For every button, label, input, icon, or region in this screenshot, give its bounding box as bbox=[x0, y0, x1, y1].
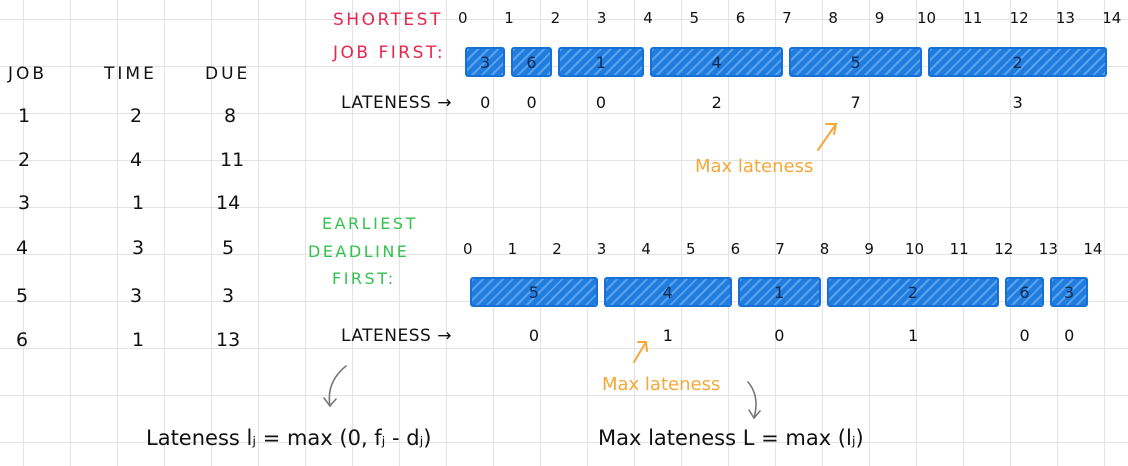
table-row-2-time: 4 bbox=[130, 149, 143, 171]
sjf-lateness-value-6: 3 bbox=[1012, 93, 1023, 112]
table-row-6-time: 1 bbox=[132, 329, 145, 351]
edf-lateness-label: LATENESS → bbox=[341, 326, 452, 346]
edf-block-job-1: 1 bbox=[737, 277, 821, 307]
table-header-job: JOB bbox=[8, 64, 48, 84]
edf-block-job-6: 6 bbox=[1005, 277, 1044, 307]
sjf-tick-12: 12 bbox=[1009, 9, 1029, 27]
sjf-max-arrow bbox=[817, 123, 837, 151]
sjf-tick-9: 9 bbox=[874, 9, 885, 27]
table-row-1-due: 8 bbox=[224, 105, 237, 127]
edf-block-job-4: 4 bbox=[603, 277, 732, 307]
sjf-tick-5: 5 bbox=[689, 9, 700, 27]
edf-tick-4: 4 bbox=[641, 240, 651, 258]
table-row-3-job: 3 bbox=[18, 192, 31, 214]
table-row-6-job: 6 bbox=[16, 329, 29, 351]
sjf-tick-3: 3 bbox=[596, 9, 607, 27]
sjf-tick-14: 14 bbox=[1102, 9, 1122, 27]
edf-label-line3: FIRST: bbox=[332, 269, 396, 288]
table-row-3-due: 14 bbox=[216, 192, 241, 214]
edf-label-line2: DEADLINE bbox=[308, 242, 410, 261]
edf-label-line1: EARLIEST bbox=[322, 214, 418, 233]
table-row-1-job: 1 bbox=[18, 105, 31, 127]
edf-tick-13: 13 bbox=[1038, 240, 1058, 258]
edf-block-job-2: 2 bbox=[826, 277, 1000, 307]
sjf-block-job-1: 1 bbox=[557, 47, 645, 77]
max-lateness-formula: Max lateness L = max (lⱼ) bbox=[598, 426, 864, 450]
edf-block-job-5: 5 bbox=[470, 277, 598, 307]
sjf-block-job-5: 5 bbox=[789, 47, 922, 77]
sjf-tick-8: 8 bbox=[828, 9, 838, 27]
edf-tick-11: 11 bbox=[949, 240, 969, 258]
table-row-1-time: 2 bbox=[130, 105, 143, 127]
sjf-block-job-4: 4 bbox=[650, 47, 784, 77]
edf-tick-3: 3 bbox=[596, 240, 607, 258]
edf-tick-1: 1 bbox=[507, 240, 518, 258]
sjf-tick-7: 7 bbox=[782, 9, 792, 27]
edf-tick-10: 10 bbox=[905, 240, 925, 258]
sjf-tick-4: 4 bbox=[643, 9, 653, 27]
edf-lateness-value-2: 1 bbox=[662, 326, 673, 345]
sjf-block-job-6: 6 bbox=[511, 47, 552, 77]
sjf-max-arrow-head bbox=[825, 123, 838, 135]
edf-tick-8: 8 bbox=[819, 240, 830, 258]
edf-max-arrow-head bbox=[637, 341, 648, 352]
edf-lateness-value-1: 0 bbox=[528, 326, 540, 345]
sjf-tick-10: 10 bbox=[917, 9, 937, 27]
sjf-lateness-value-2: 0 bbox=[526, 93, 537, 112]
sjf-lateness-value-3: 0 bbox=[595, 93, 607, 112]
edf-lateness-value-3: 0 bbox=[774, 326, 785, 345]
sjf-tick-6: 6 bbox=[735, 9, 746, 27]
table-row-2-job: 2 bbox=[18, 149, 31, 171]
sjf-lateness-value-1: 0 bbox=[480, 93, 491, 112]
max-formula-arrow-head bbox=[748, 409, 761, 420]
edf-tick-7: 7 bbox=[775, 240, 785, 258]
edf-tick-6: 6 bbox=[730, 240, 741, 258]
sjf-tick-2: 2 bbox=[550, 9, 561, 27]
sjf-tick-1: 1 bbox=[504, 9, 514, 27]
lateness-formula: Lateness lⱼ = max (0, fⱼ - dⱼ) bbox=[146, 426, 432, 450]
sjf-max-lateness-annotation: Max lateness bbox=[695, 156, 814, 177]
table-row-4-time: 3 bbox=[132, 237, 145, 259]
table-row-4-due: 5 bbox=[222, 237, 235, 259]
sjf-lateness-value-4: 2 bbox=[711, 93, 722, 112]
edf-tick-5: 5 bbox=[686, 240, 696, 258]
table-row-5-job: 5 bbox=[16, 285, 29, 307]
edf-lateness-value-6: 0 bbox=[1064, 326, 1075, 345]
table-row-5-time: 3 bbox=[130, 285, 143, 307]
sjf-lateness-label: LATENESS → bbox=[341, 93, 452, 113]
sjf-tick-11: 11 bbox=[963, 9, 983, 27]
edf-block-job-3: 3 bbox=[1049, 277, 1089, 307]
edf-lateness-value-5: 0 bbox=[1019, 326, 1030, 345]
sjf-tick-13: 13 bbox=[1055, 9, 1075, 27]
edf-tick-9: 9 bbox=[864, 240, 874, 258]
sjf-tick-0: 0 bbox=[458, 9, 468, 27]
table-row-2-due: 11 bbox=[220, 149, 245, 171]
sjf-block-job-3: 3 bbox=[465, 47, 506, 77]
edf-tick-12: 12 bbox=[994, 240, 1014, 258]
sjf-label-line2: JOB FIRST: bbox=[333, 43, 446, 63]
table-row-5-due: 3 bbox=[222, 285, 235, 307]
edf-max-arrow bbox=[633, 341, 647, 363]
edf-tick-14: 14 bbox=[1083, 240, 1103, 258]
table-row-4-job: 4 bbox=[16, 237, 29, 259]
table-header-due: DUE bbox=[205, 64, 251, 84]
edf-tick-0: 0 bbox=[463, 240, 473, 258]
lateness-formula-arrow bbox=[328, 365, 347, 407]
lateness-formula-arrow-head bbox=[323, 397, 337, 408]
table-row-6-due: 13 bbox=[216, 329, 241, 351]
table-row-3-time: 1 bbox=[132, 192, 145, 214]
sjf-label-line1: SHORTEST bbox=[333, 10, 443, 30]
edf-max-lateness-annotation: Max lateness bbox=[602, 374, 721, 395]
max-formula-arrow bbox=[747, 381, 757, 419]
edf-lateness-value-4: 1 bbox=[908, 326, 919, 345]
table-header-time: TIME bbox=[104, 64, 157, 84]
sjf-block-job-2: 2 bbox=[928, 47, 1108, 77]
edf-tick-2: 2 bbox=[552, 240, 562, 258]
sjf-lateness-value-5: 7 bbox=[850, 93, 861, 112]
